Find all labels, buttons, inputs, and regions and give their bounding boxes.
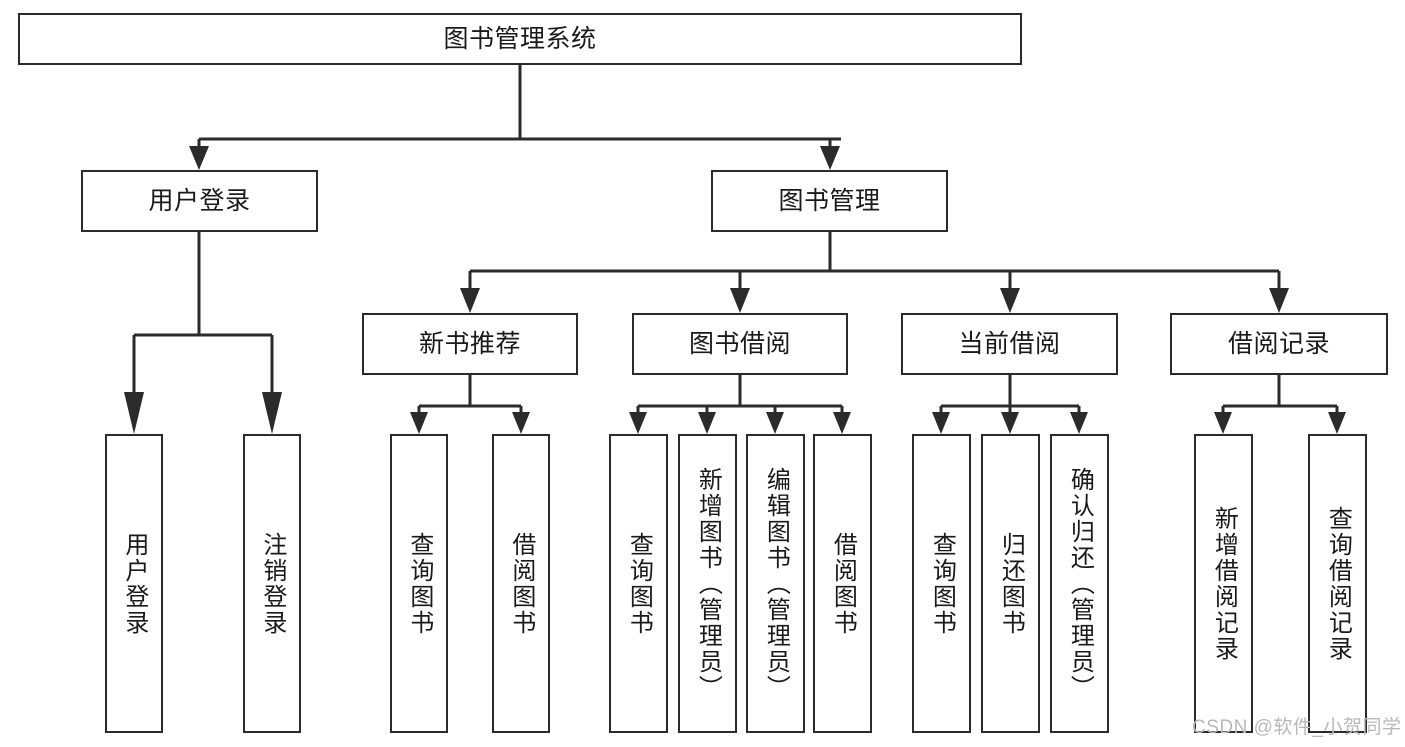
node-leaf-edit-book[interactable]: 编辑图书（管理员） (746, 434, 805, 733)
node-label: 借阅记录 (1227, 329, 1330, 358)
arrow-borrow-record (1269, 288, 1289, 313)
node-label: 用户登录 (120, 531, 148, 636)
node-leaf-add-book[interactable]: 新增图书（管理员） (678, 434, 737, 733)
node-leaf-query-book-1[interactable]: 查询图书 (390, 434, 448, 733)
node-label: 新增图书（管理员） (694, 466, 722, 701)
node-book-management[interactable]: 图书管理 (711, 170, 948, 232)
node-leaf-add-record[interactable]: 新增借阅记录 (1194, 434, 1253, 733)
node-leaf-confirm-return[interactable]: 确认归还（管理员） (1050, 434, 1109, 733)
node-label: 图书借阅 (688, 329, 791, 358)
node-book-borrow[interactable]: 图书借阅 (632, 313, 848, 375)
arrow-leaf-query-book-3 (932, 412, 950, 434)
arrow-leaf-user-login (124, 392, 144, 434)
node-current-borrow[interactable]: 当前借阅 (901, 313, 1118, 375)
node-leaf-return-book[interactable]: 归还图书 (981, 434, 1040, 733)
node-label: 归还图书 (997, 531, 1025, 636)
node-label: 确认归还（管理员） (1066, 466, 1094, 701)
node-leaf-borrow-book-1[interactable]: 借阅图书 (492, 434, 550, 733)
node-label: 注销登录 (258, 531, 286, 636)
arrow-leaf-query-book-2 (629, 412, 647, 434)
node-new-book-recommend[interactable]: 新书推荐 (362, 313, 578, 375)
node-label: 查询图书 (625, 531, 653, 636)
node-label: 新书推荐 (418, 329, 521, 358)
node-user-login[interactable]: 用户登录 (81, 170, 318, 232)
node-leaf-query-book-2[interactable]: 查询图书 (609, 434, 668, 733)
node-label: 当前借阅 (958, 329, 1061, 358)
node-leaf-user-login[interactable]: 用户登录 (105, 434, 163, 733)
arrow-current-borrow (1000, 288, 1020, 313)
arrow-leaf-edit-book (766, 412, 784, 434)
node-leaf-logout-login[interactable]: 注销登录 (243, 434, 301, 733)
arrow-leaf-add-record (1214, 412, 1232, 434)
arrow-user-login (189, 146, 209, 170)
arrow-book-borrow (730, 288, 750, 313)
node-leaf-query-book-3[interactable]: 查询图书 (912, 434, 971, 733)
arrow-leaf-confirm-return (1070, 412, 1088, 434)
node-label: 图书管理系统 (443, 24, 597, 53)
node-label: 查询借阅记录 (1324, 505, 1352, 662)
node-label: 图书管理 (778, 186, 881, 215)
arrow-leaf-borrow-book-2 (833, 412, 851, 434)
node-label: 用户登录 (148, 186, 251, 215)
node-leaf-query-record[interactable]: 查询借阅记录 (1308, 434, 1367, 733)
node-borrow-record[interactable]: 借阅记录 (1170, 313, 1388, 375)
node-label: 查询图书 (928, 531, 956, 636)
node-label: 编辑图书（管理员） (762, 466, 790, 701)
node-book-management-system[interactable]: 图书管理系统 (18, 13, 1022, 65)
arrow-leaf-query-book-1 (410, 412, 428, 434)
node-label: 借阅图书 (507, 531, 535, 636)
arrow-new-book-recommend (460, 288, 480, 313)
node-label: 新增借阅记录 (1210, 505, 1238, 662)
node-label: 查询图书 (405, 531, 433, 636)
node-leaf-borrow-book-2[interactable]: 借阅图书 (813, 434, 872, 733)
arrow-leaf-add-book (698, 412, 716, 434)
node-label: 借阅图书 (829, 531, 857, 636)
arrow-leaf-borrow-book-1 (512, 412, 530, 434)
arrow-leaf-logout-login (262, 392, 282, 434)
watermark-text: CSDN @软件_小贺同学 (1192, 717, 1402, 738)
arrow-book-management (820, 146, 840, 170)
arrow-leaf-query-record (1328, 412, 1346, 434)
arrow-leaf-return-book (1001, 412, 1019, 434)
